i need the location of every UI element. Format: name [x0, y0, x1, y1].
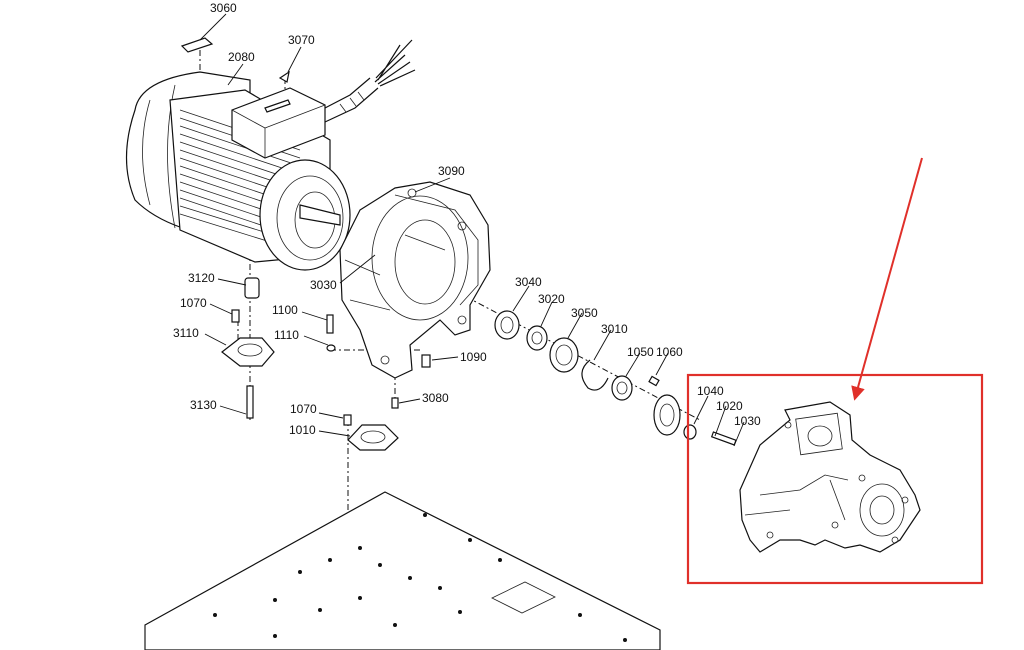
label-1100: 1100	[272, 303, 298, 317]
label-3040: 3040	[515, 275, 542, 289]
label-1030: 1030	[734, 414, 761, 428]
label-3050: 3050	[571, 306, 598, 320]
highlight-arrow	[851, 157, 923, 401]
label-3090: 3090	[438, 164, 465, 178]
label-1020: 1020	[716, 399, 743, 413]
label-3120: 3120	[188, 271, 215, 285]
gearbox	[739, 401, 921, 553]
base-frame	[144, 491, 661, 650]
label-3070: 3070	[288, 33, 315, 47]
label-1050: 1050	[627, 345, 654, 359]
label-1070-lower: 1070	[290, 402, 317, 416]
label-3030: 3030	[310, 278, 337, 292]
label-1070-left: 1070	[180, 296, 207, 310]
label-3060: 3060	[210, 1, 237, 15]
label-2080: 2080	[228, 50, 255, 64]
part-labels: 3060 2080 3070 3090 3120 1070 3110 3130 …	[173, 1, 761, 437]
label-1010: 1010	[289, 423, 316, 437]
hardware	[180, 37, 431, 451]
motor	[125, 39, 416, 271]
label-1060: 1060	[656, 345, 683, 359]
bellhousing	[339, 181, 491, 379]
label-1110: 1110	[274, 328, 299, 342]
label-1090: 1090	[460, 350, 487, 364]
highlight-box	[686, 373, 984, 585]
label-3130: 3130	[190, 398, 217, 412]
label-1040: 1040	[697, 384, 724, 398]
label-3110: 3110	[173, 326, 199, 340]
label-3010: 3010	[601, 322, 628, 336]
label-3020: 3020	[538, 292, 565, 306]
leader-lines	[199, 13, 745, 447]
label-3080: 3080	[422, 391, 449, 405]
